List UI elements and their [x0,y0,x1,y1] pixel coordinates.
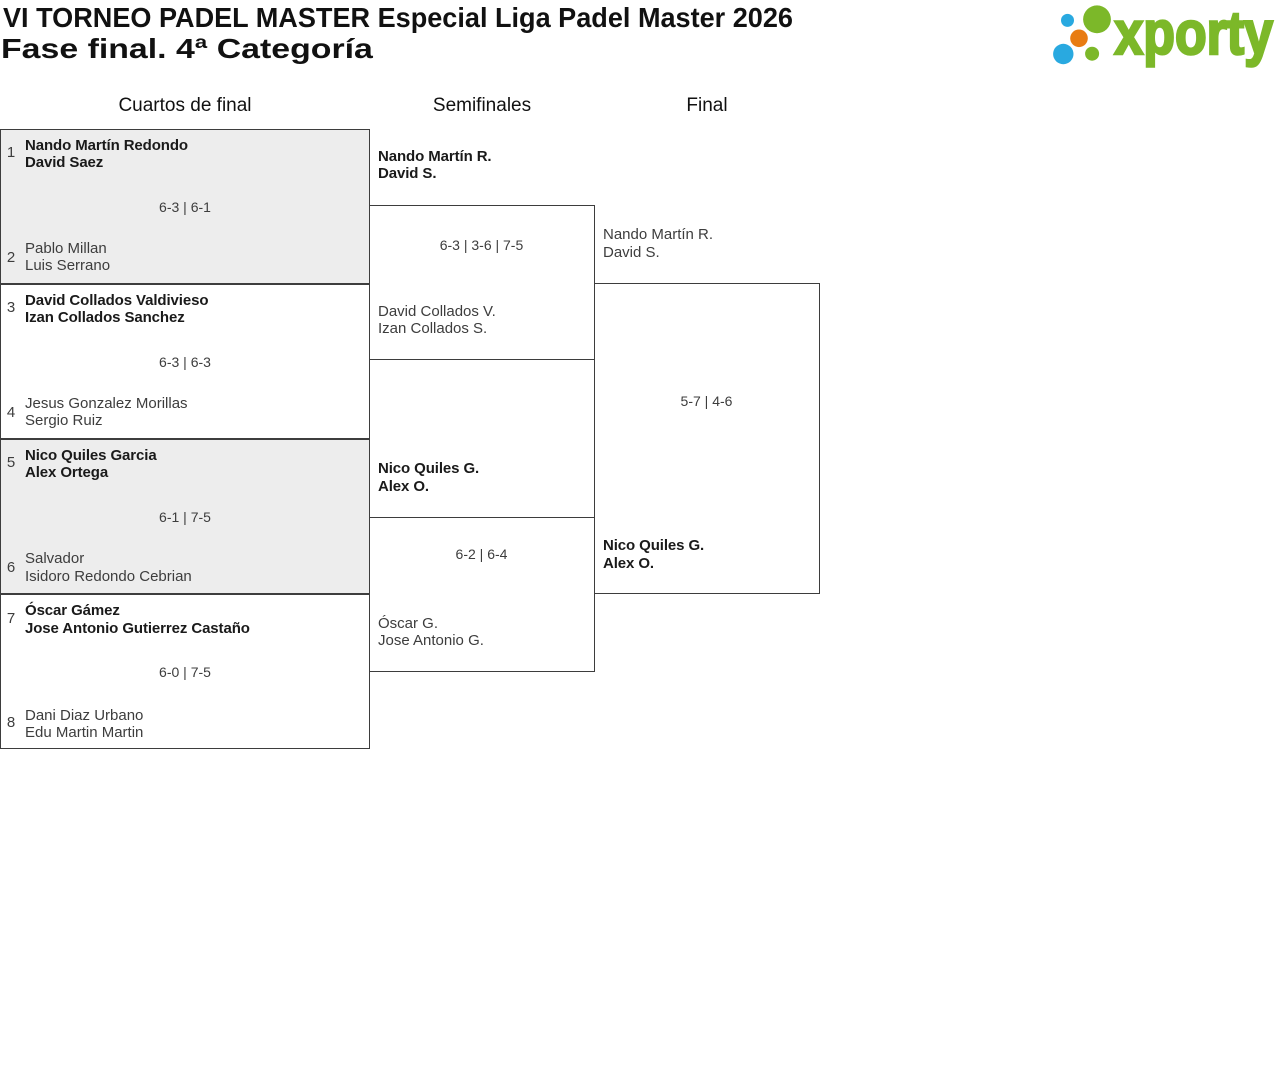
svg-text:xporty: xporty [1114,0,1273,67]
